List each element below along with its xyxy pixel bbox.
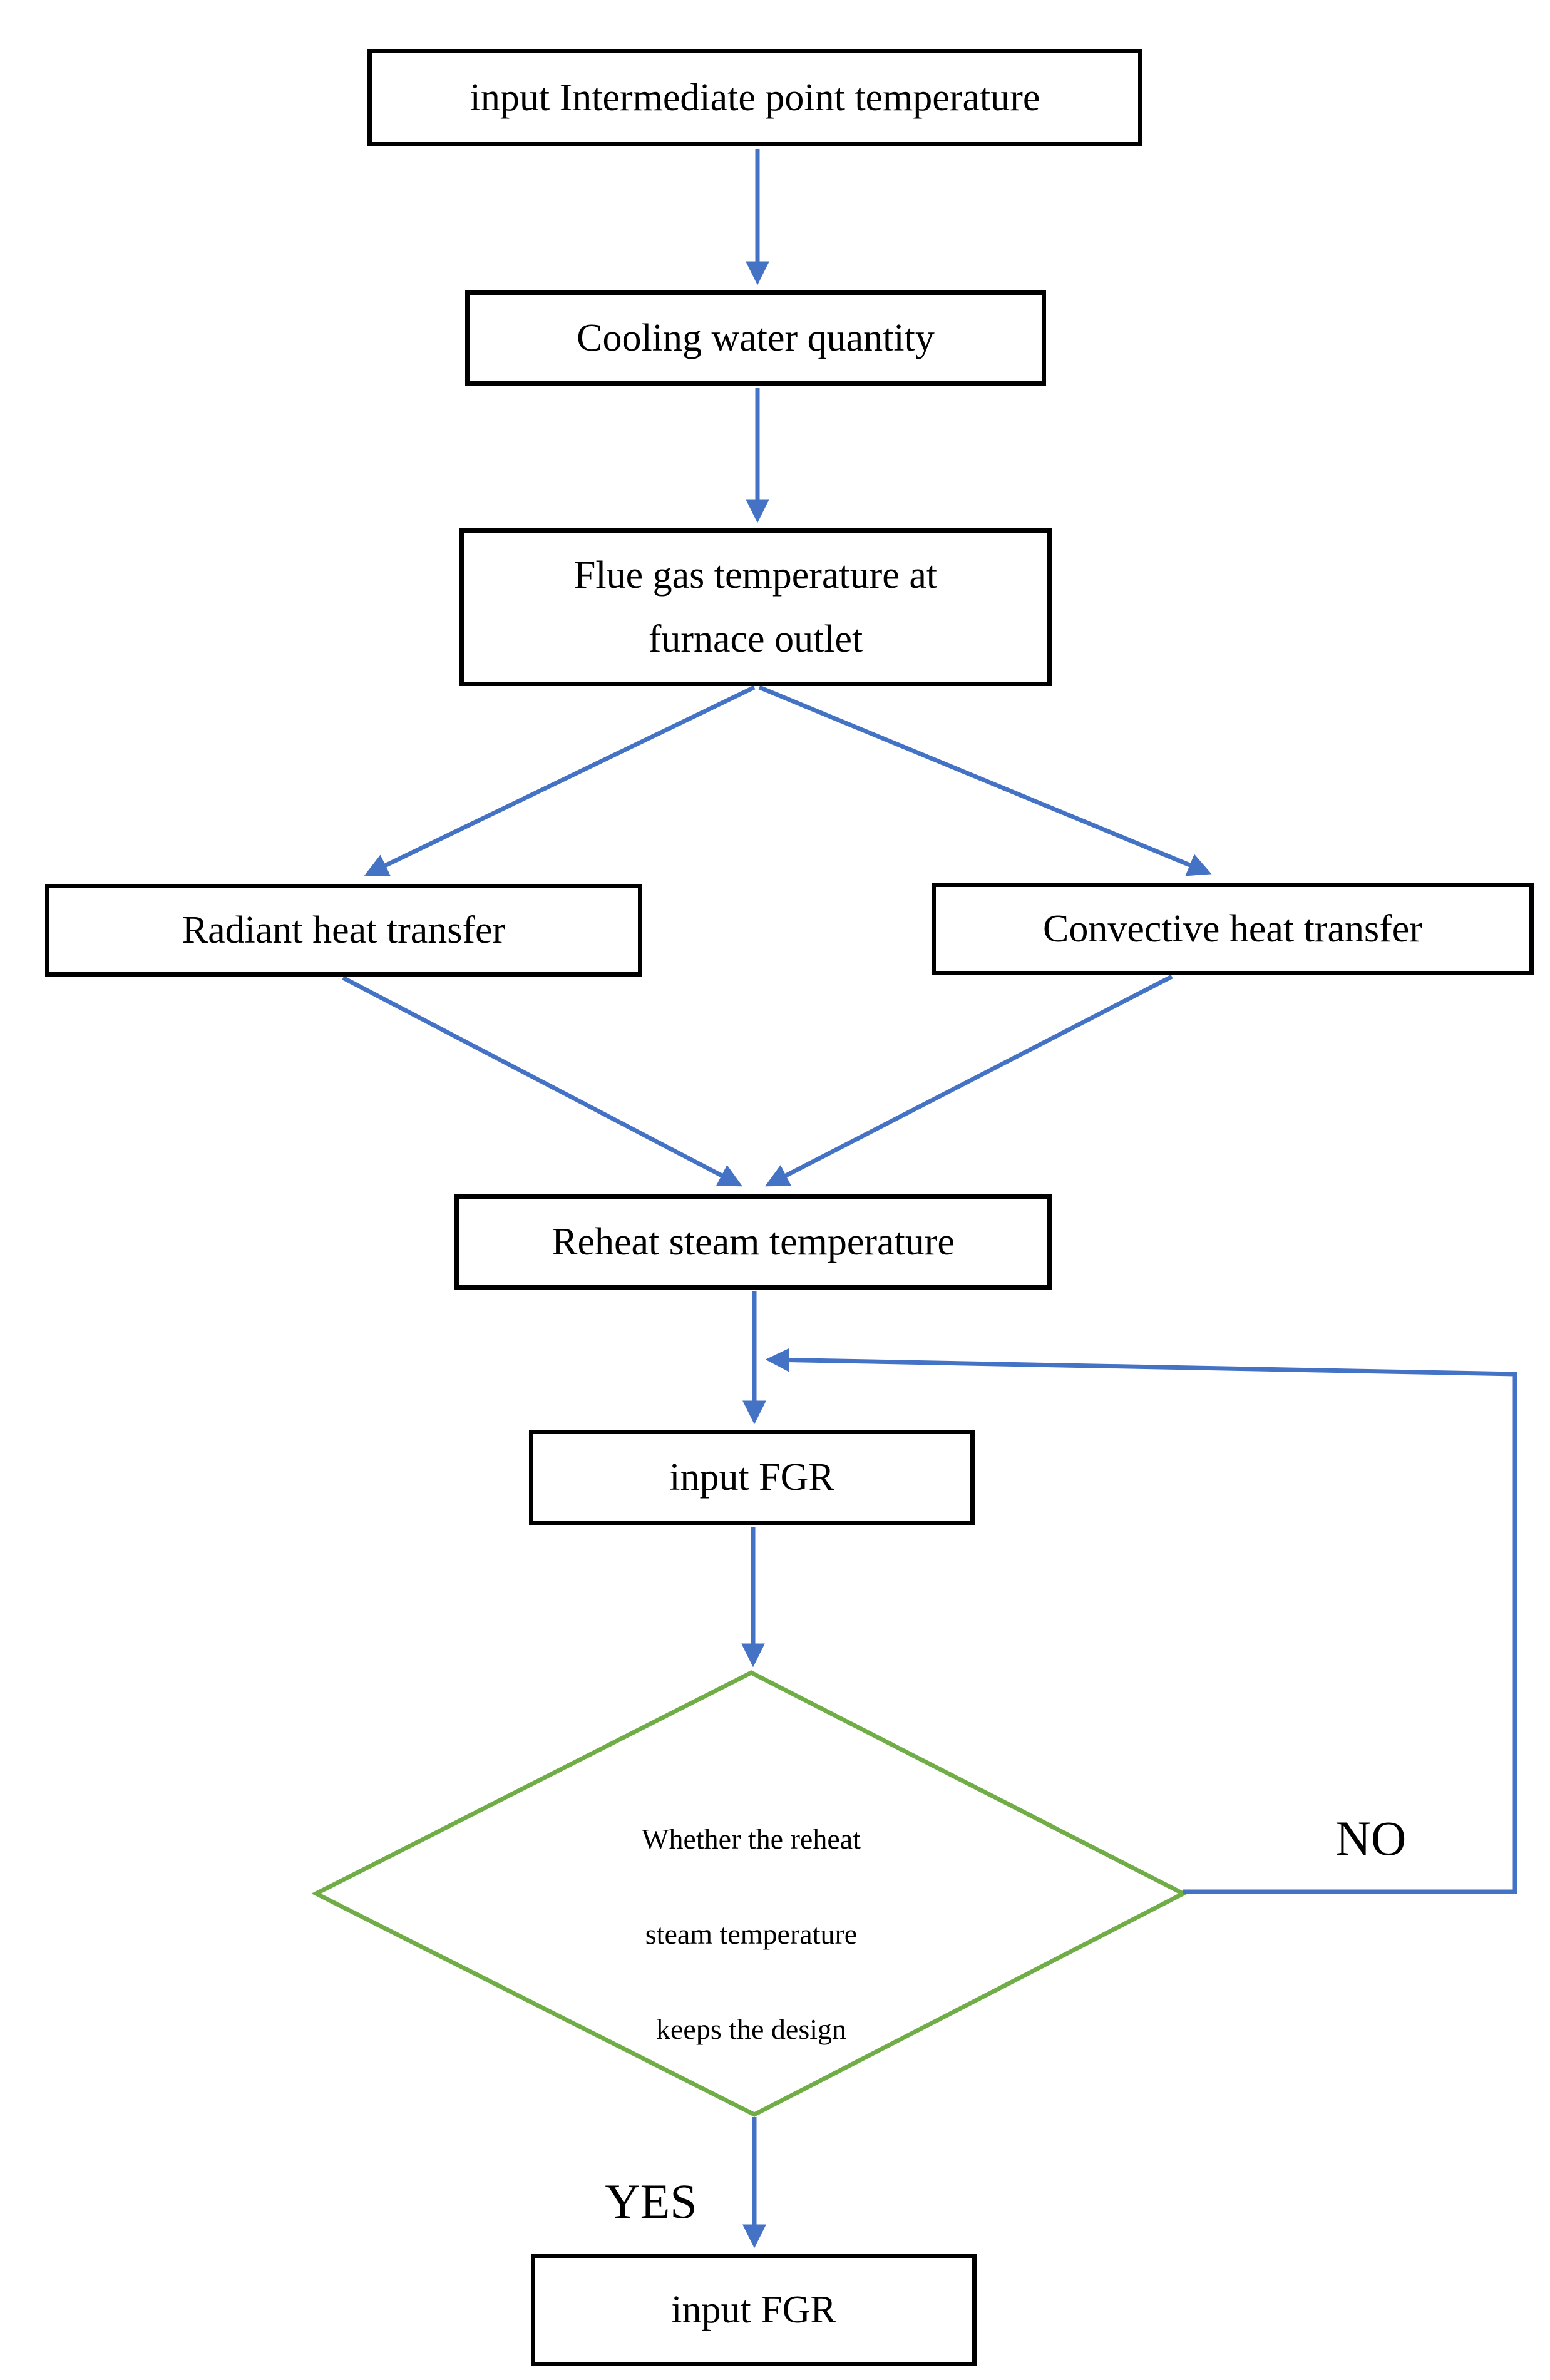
decision-diamond: [311, 1670, 1188, 2117]
edge-flue-to-convective: [758, 685, 1212, 876]
node-reheat-steam-temperature: Reheat steam temperature: [454, 1194, 1052, 1290]
edge-convective-to-reheat: [764, 974, 1173, 1187]
node-convective-heat-transfer: Convective heat transfer: [932, 883, 1534, 975]
edge-label-no: NO: [1335, 1811, 1407, 1865]
edge-decision-no-loop: [765, 1348, 1517, 1894]
node-intermediate-point-temperature: input Intermediate point temperature: [367, 49, 1142, 146]
node-cooling-water-quantity: Cooling water quantity: [465, 290, 1046, 386]
node-radiant-heat-transfer: Radiant heat transfer: [45, 884, 642, 977]
node-input-fgr: input FGR: [529, 1430, 975, 1525]
edge-radiant-to-reheat: [342, 975, 743, 1187]
node-input-fgr-final: input FGR: [531, 2254, 977, 2366]
edge-label-yes: YES: [605, 2174, 697, 2229]
decision-diamond-label: Whether the reheat steam temperature kee…: [642, 1823, 861, 2045]
edge-flue-to-radiant: [364, 685, 756, 876]
node-flue-gas-temperature: Flue gas temperature at furnace outlet: [459, 528, 1052, 686]
